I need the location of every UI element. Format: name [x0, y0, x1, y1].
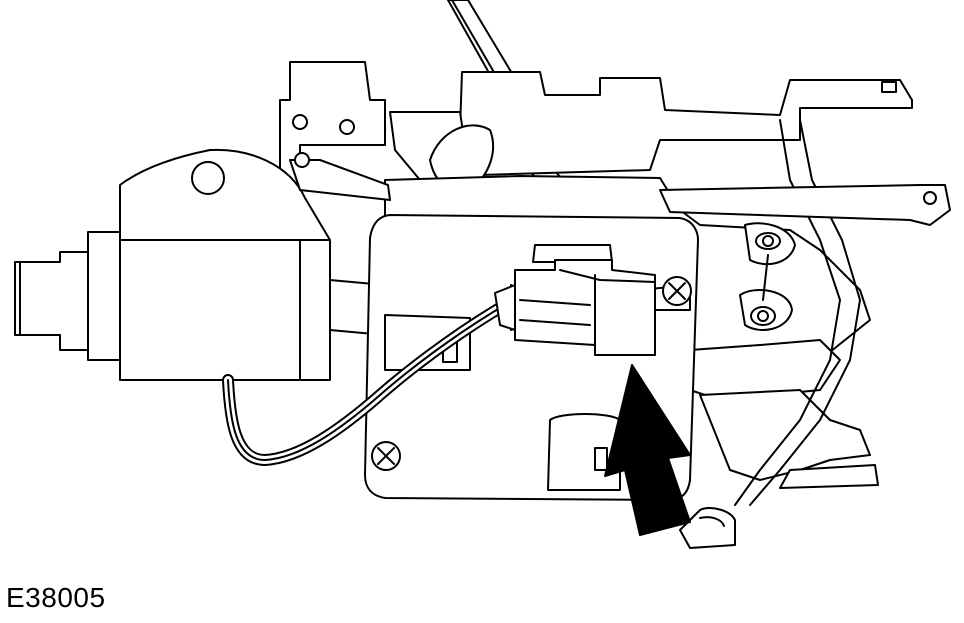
- electrical-connector: [514, 259, 656, 356]
- screw-upper: [662, 276, 692, 306]
- diagram-canvas: [14, 0, 951, 549]
- figure-reference-code: E38005: [6, 582, 106, 613]
- lower-bracket: [679, 507, 736, 549]
- screw-lower: [371, 441, 401, 471]
- lock-cylinder: [14, 148, 391, 381]
- steering-column-illustration: [14, 0, 951, 549]
- upper-mounting-bracket: [279, 61, 913, 192]
- lateral-rod: [659, 184, 951, 226]
- linkage-arm: [739, 222, 796, 331]
- direction-arrow: [604, 364, 691, 536]
- wiring-harness: [222, 284, 519, 467]
